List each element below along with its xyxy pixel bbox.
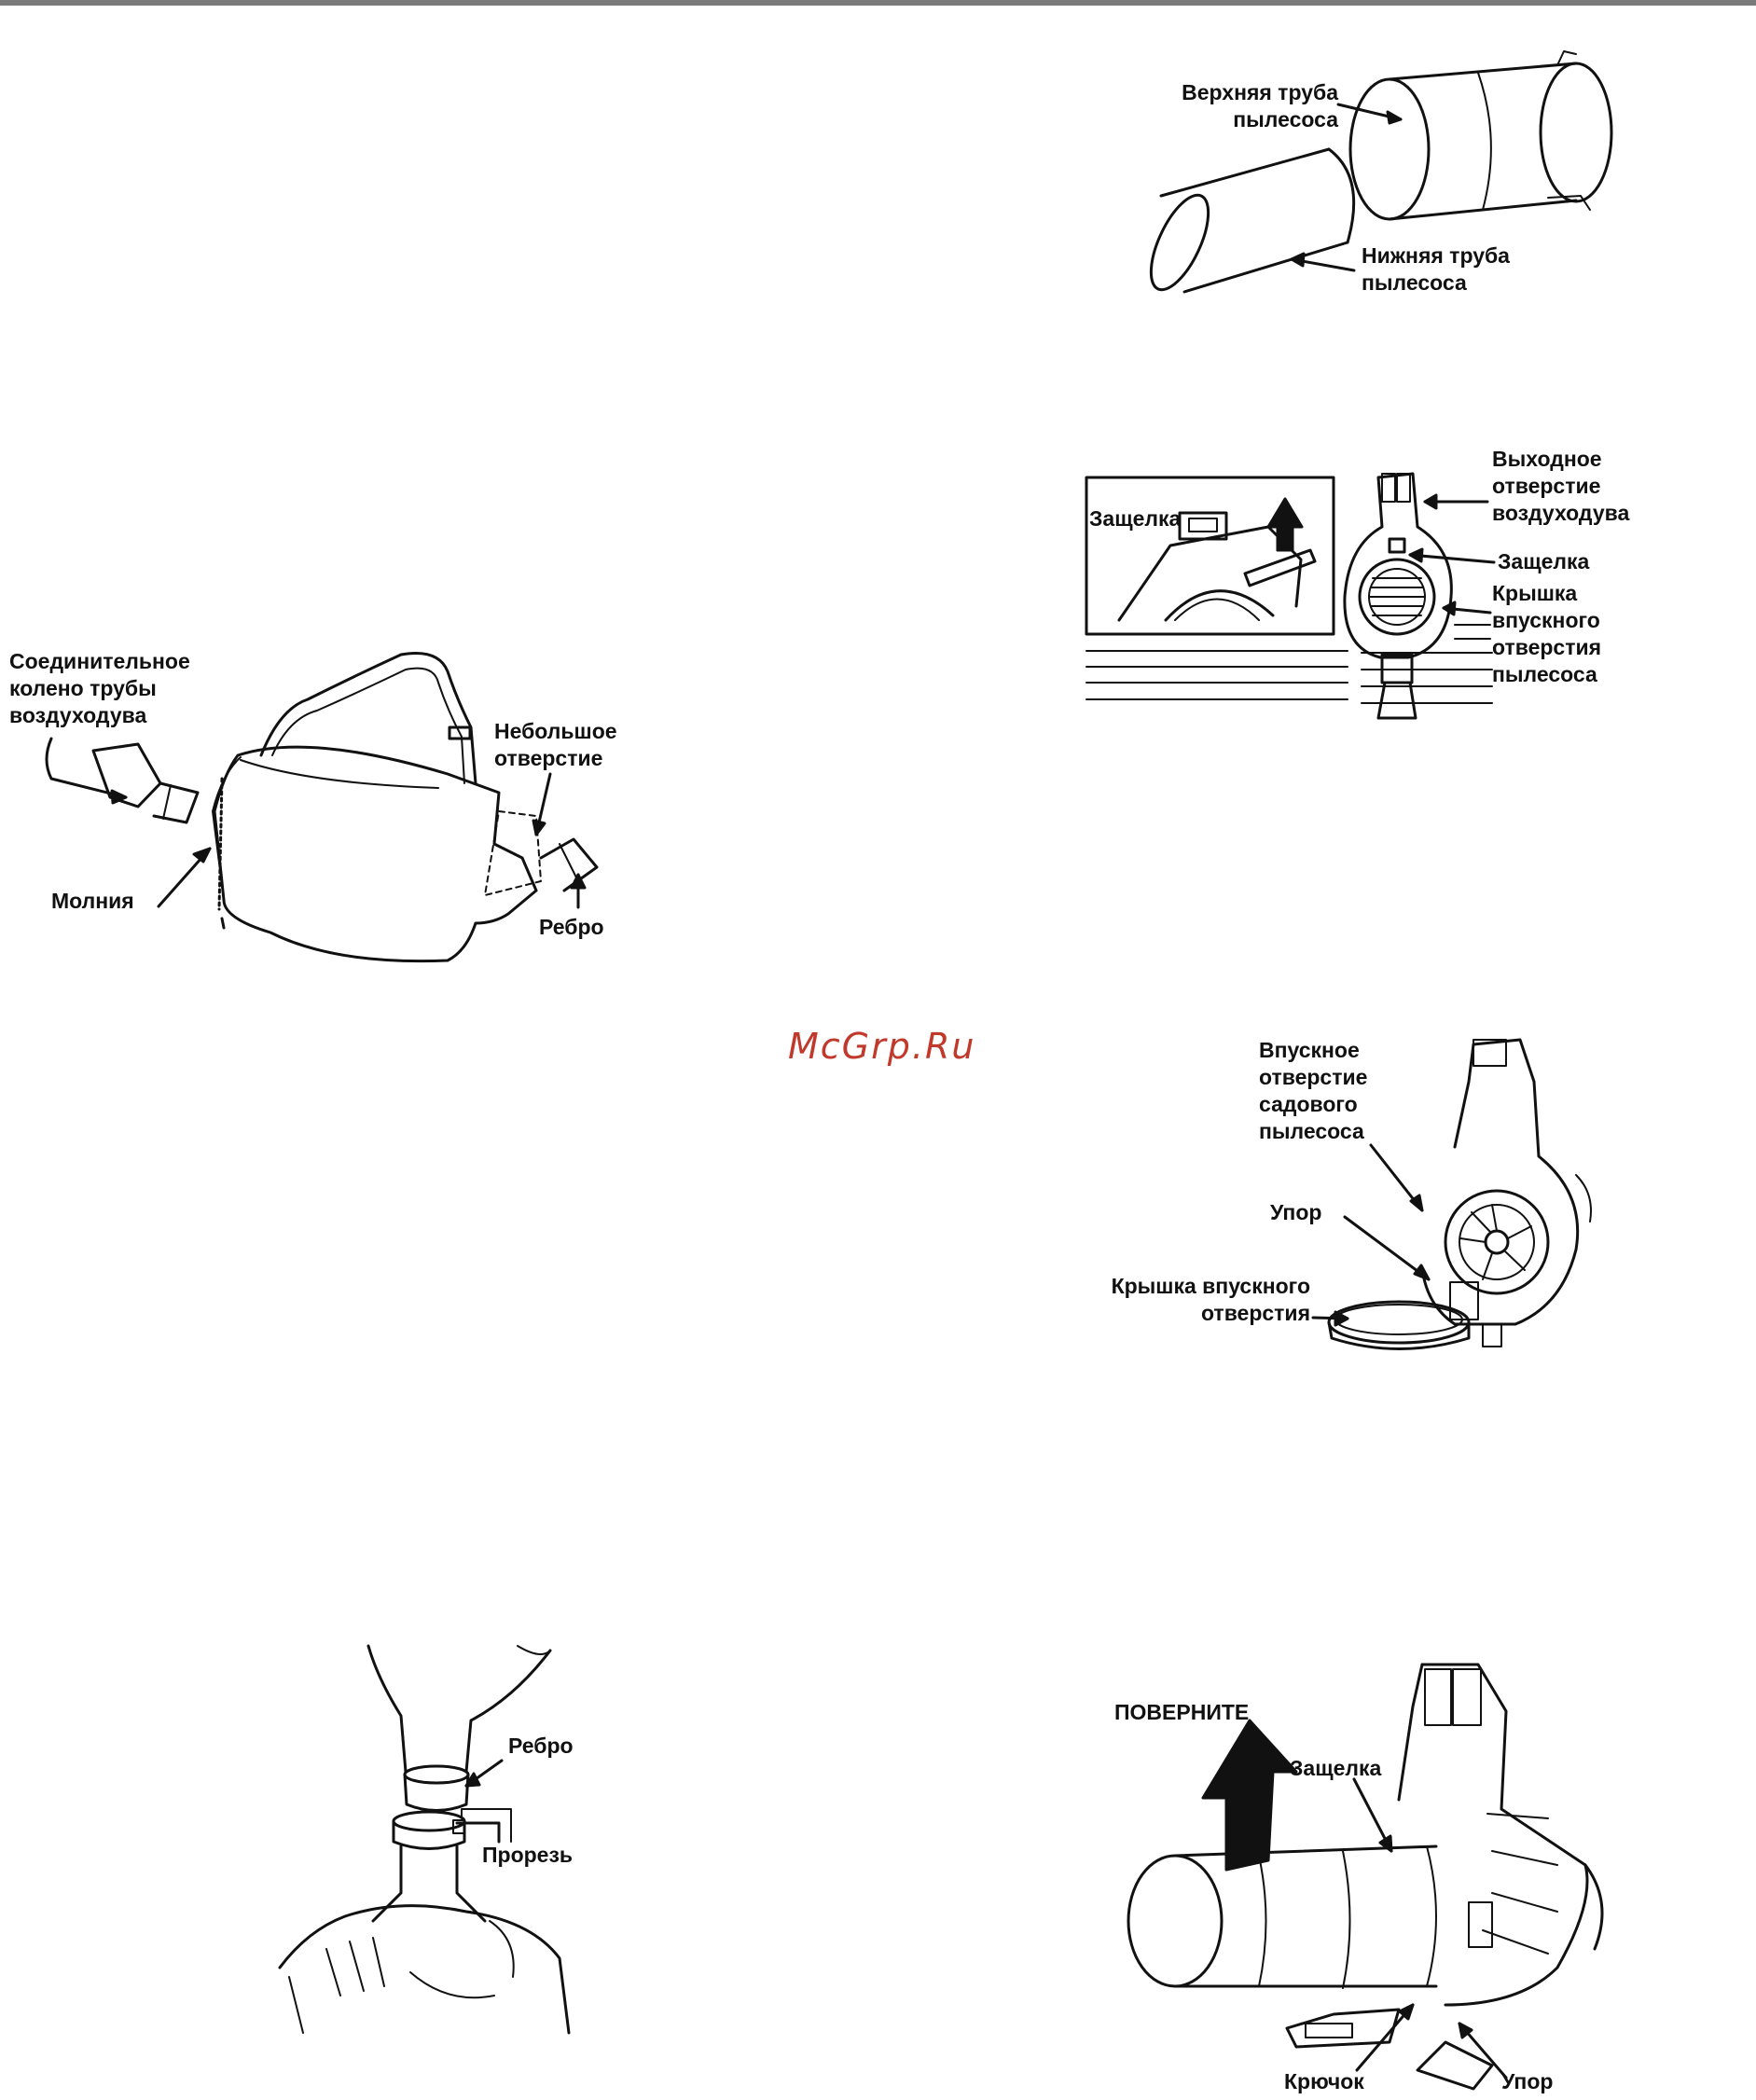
latch-outlet-arrows [1408,493,1496,654]
figure-vacuum-tubes: Верхняя труба пылесоса Нижняя труба пыле… [1110,47,1632,308]
watermark: McGrp.Ru [788,1026,976,1067]
tubes-arrows [1290,103,1403,272]
label-latch-inset: Защелка [1089,506,1182,531]
figure-vacuum-inlet: Впускное отверстие садового пылесоса Упо… [1100,1026,1623,1361]
rotate-tube-arrows [1352,1777,1508,2079]
rotate-tube-drawing [1127,1663,1604,2091]
label-latch: Защелка [1498,549,1590,573]
label-zipper: Молния [51,889,134,913]
collection-bag-drawing [91,652,599,963]
label-elbow: Соединительное колено трубы воздуходува [9,649,190,727]
label-inlet-cover: Крышка впускного отверстия [1111,1274,1310,1325]
label-upper-tube: Верхняя труба пылесоса [1182,80,1338,131]
vacuum-inlet-arrows [1311,1143,1431,1327]
label-inlet-cover: Крышка впускного отверстия пылесоса [1492,581,1602,686]
collection-bag-arrows [45,737,587,909]
rib-slot-drawing [278,1644,571,2035]
page-top-rule [0,0,1756,6]
latch-outlet-drawing [1085,472,1493,720]
figure-latch-outlet: Защелка Выходное отверстие воздуходува З… [1082,438,1641,720]
label-rib: Ребро [508,1734,574,1758]
figure-collection-bag: Соединительное колено трубы воздуходува … [0,643,653,970]
vacuum-inlet-drawing [1327,1038,1592,1350]
label-stop: Упор [1270,1200,1322,1224]
label-rib: Ребро [539,915,604,939]
label-hook: Крючок [1284,2069,1364,2093]
label-latch: Защелка [1290,1756,1382,1780]
label-rotate: ПОВЕРНИТЕ [1114,1700,1250,1724]
vacuum-tubes-drawing [1149,50,1613,294]
label-outlet: Выходное отверстие воздуходува [1492,447,1630,525]
label-small-opening: Небольшое отверстие [494,719,617,770]
label-slot: Прорезь [482,1843,574,1867]
label-lower-tube: Нижняя труба пылесоса [1362,243,1510,295]
label-vacuum-inlet: Впускное отверстие садового пылесоса [1259,1038,1368,1143]
figure-rib-slot: Ребро Прорезь [270,1641,625,2042]
rib-slot-arrows [455,1759,512,1844]
figure-rotate-tube: ПОВЕРНИТЕ Защелка Крючок Упор [1110,1632,1632,2098]
label-stop: Упор [1501,2069,1554,2093]
